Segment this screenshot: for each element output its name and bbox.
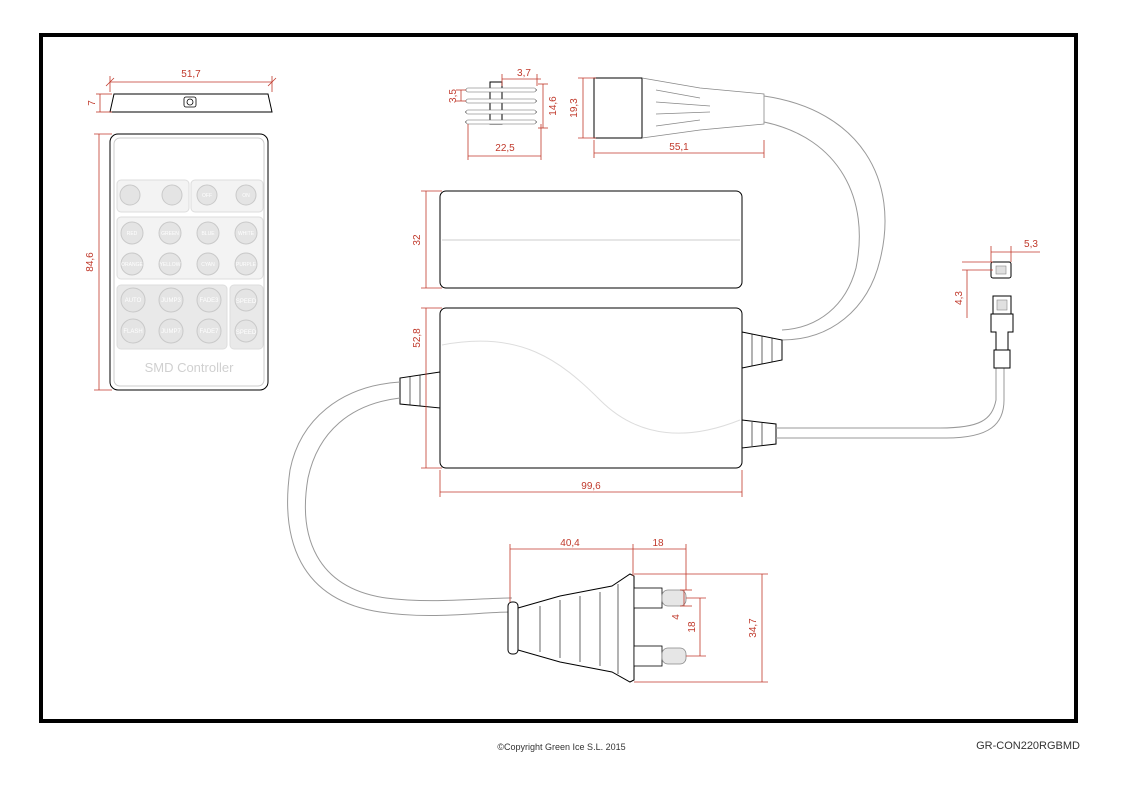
speed-up-label: SPEED bbox=[236, 299, 257, 305]
drawing-frame bbox=[39, 33, 1078, 723]
power-plug bbox=[507, 573, 687, 683]
mode-auto-label: AUTO bbox=[125, 298, 142, 304]
color-button-grid: RED GREEN BLUE WHITE ORANGE YELLOW CYAN PURPLE bbox=[120, 221, 258, 276]
plug-height-label: 34,7 bbox=[748, 618, 759, 638]
color-yellow-label: YELLOW bbox=[160, 262, 181, 268]
pin-header-dimensions bbox=[456, 74, 548, 160]
color-blue-label: BLUE bbox=[201, 231, 215, 237]
ir-receiver bbox=[990, 261, 1014, 369]
plug-dimensions bbox=[509, 544, 768, 683]
mode-jump3-label: JUMP3 bbox=[161, 298, 181, 304]
on-button-label: ON bbox=[242, 193, 250, 199]
plug-pin-spacing-label: 18 bbox=[687, 621, 698, 633]
color-red-label: RED bbox=[127, 231, 138, 237]
pin-header bbox=[465, 81, 537, 125]
mode-jump7-button bbox=[158, 318, 184, 344]
color-cyan-button bbox=[196, 252, 220, 276]
mode-jump7-label: JUMP7 bbox=[161, 329, 181, 335]
color-orange-label: ORANGE bbox=[121, 262, 143, 268]
controller-box-front-view bbox=[287, 307, 1005, 617]
plug-pin-length-label: 18 bbox=[652, 538, 664, 549]
copyright-text: ©Copyright Green Ice S.L. 2015 bbox=[497, 742, 626, 752]
remote-width-label: 51,7 bbox=[181, 69, 201, 80]
remote-thickness-dimension bbox=[96, 93, 112, 113]
color-green-button bbox=[158, 221, 182, 245]
remote-thickness-label: 7 bbox=[87, 100, 98, 106]
box-thickness-dimension bbox=[421, 190, 442, 289]
box-height-label: 52,8 bbox=[412, 328, 423, 348]
color-cyan-label: CYAN bbox=[201, 262, 215, 268]
box-thickness-label: 32 bbox=[412, 234, 423, 246]
connector-length-label: 55,1 bbox=[669, 142, 689, 153]
pin-pitch-label: 3,7 bbox=[517, 68, 531, 79]
mode-auto-button bbox=[120, 287, 146, 313]
mode-fade3-button bbox=[196, 287, 222, 313]
rgb-connector bbox=[593, 77, 886, 341]
box-length-label: 99,6 bbox=[581, 481, 601, 492]
off-button-label: OFF bbox=[202, 193, 212, 199]
remote-width-dimension bbox=[105, 76, 277, 92]
connector-height-label: 19,3 bbox=[569, 98, 580, 118]
speed-down-label: SPEED bbox=[236, 330, 257, 336]
remote-title: SMD Controller bbox=[145, 360, 235, 375]
mode-jump3-button bbox=[158, 287, 184, 313]
rgb-connector-dimensions bbox=[578, 77, 765, 158]
mode-flash-label: FLASH bbox=[123, 329, 142, 335]
color-yellow-button bbox=[158, 252, 182, 276]
receiver-dimensions bbox=[962, 246, 1040, 318]
pin-header-length-label: 22,5 bbox=[495, 143, 515, 154]
color-white-label: WHITE bbox=[238, 231, 255, 237]
remote-side-view bbox=[109, 93, 273, 113]
remote-height-label: 84,6 bbox=[85, 252, 96, 272]
model-code: GR-CON220RGBMD bbox=[976, 740, 1080, 752]
controller-box-top-view bbox=[439, 190, 743, 289]
pin-header-height-label: 14,6 bbox=[548, 96, 559, 116]
mode-fade7-button bbox=[196, 318, 222, 344]
plug-pin-diameter-label: 4 bbox=[671, 614, 682, 620]
color-orange-button bbox=[120, 252, 144, 276]
mode-flash-button bbox=[120, 318, 146, 344]
plug-body-length-label: 40,4 bbox=[560, 538, 580, 549]
color-red-button bbox=[120, 221, 144, 245]
color-purple-button bbox=[234, 252, 258, 276]
mode-fade3-label: FADE3 bbox=[199, 298, 219, 304]
color-purple-label: PURPLE bbox=[236, 262, 257, 268]
pin-spacing-label: 3,5 bbox=[448, 89, 459, 103]
receiver-height-label: 4,3 bbox=[954, 291, 965, 305]
color-white-button bbox=[234, 221, 258, 245]
receiver-width-label: 5,3 bbox=[1024, 239, 1038, 250]
color-blue-button bbox=[196, 221, 220, 245]
box-dimensions bbox=[421, 307, 743, 497]
mode-fade7-label: FADE7 bbox=[199, 329, 219, 335]
color-green-label: GREEN bbox=[161, 231, 179, 237]
remote-front-view: OFF ON RED GREEN BLUE WHITE ORANGE YELLOW CYAN… bbox=[109, 133, 269, 391]
remote-height-dimension bbox=[94, 133, 112, 391]
